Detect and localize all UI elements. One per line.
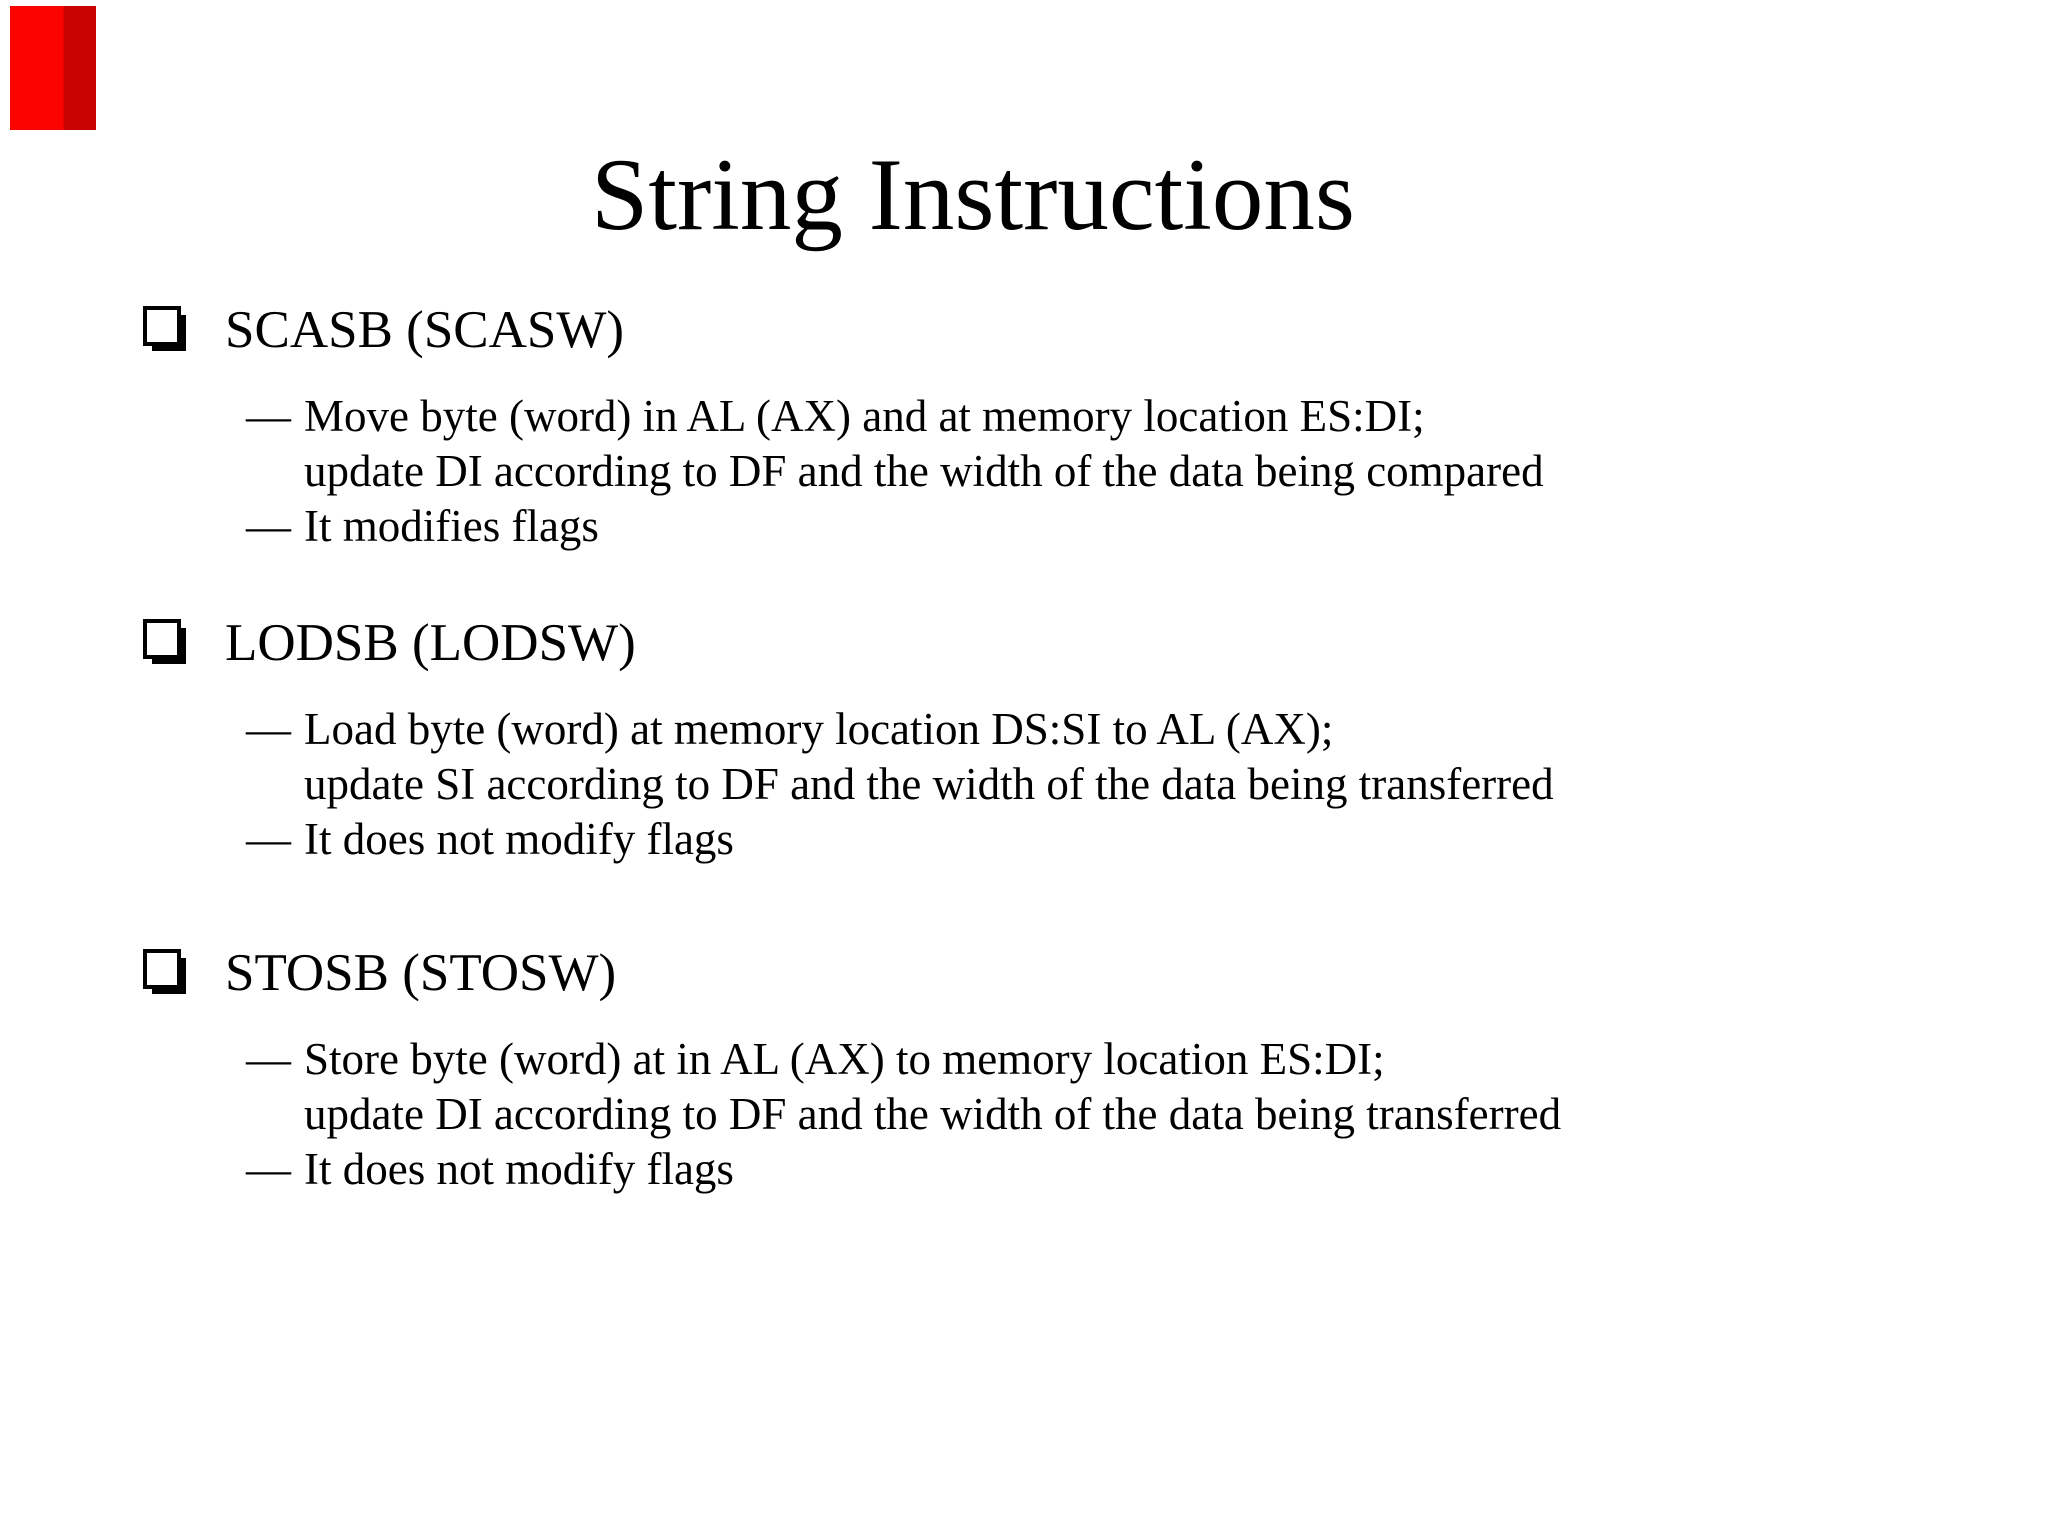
checkbox-bullet-icon xyxy=(143,619,181,659)
instruction-group: LODSB (LODSW) — Load byte (word) at memo… xyxy=(0,611,2048,867)
group-header: LODSB (LODSW) xyxy=(0,611,2048,675)
group-header: SCASB (SCASW) xyxy=(0,298,2048,362)
bullet-text: It modifies flags xyxy=(304,499,599,554)
slide-title: String Instructions xyxy=(591,138,1355,252)
group-title: SCASB (SCASW) xyxy=(225,301,625,359)
bullet-text: It does not modify flags xyxy=(304,812,734,867)
checkbox-bullet-icon xyxy=(143,949,181,989)
bullet-line: update SI according to DF and the width … xyxy=(304,759,1554,809)
sub-bullet: — Store byte (word) at in AL (AX) to mem… xyxy=(246,1032,2048,1142)
dash-bullet-icon: — xyxy=(246,704,291,754)
dash-bullet-icon: — xyxy=(246,391,291,441)
sub-bullet: — Move byte (word) in AL (AX) and at mem… xyxy=(246,389,2048,499)
checkbox-bullet-icon xyxy=(143,306,181,346)
bullet-text: Move byte (word) in AL (AX) and at memor… xyxy=(304,389,1544,499)
sub-bullet-list: — Move byte (word) in AL (AX) and at mem… xyxy=(246,389,2048,554)
instruction-group: STOSB (STOSW) — Store byte (word) at in … xyxy=(0,941,2048,1197)
red-corner-decoration xyxy=(10,6,96,130)
sub-bullet-list: — Store byte (word) at in AL (AX) to mem… xyxy=(246,1032,2048,1197)
dash-bullet-icon: — xyxy=(246,814,291,864)
dash-bullet-icon: — xyxy=(246,1034,291,1084)
sub-bullet-list: — Load byte (word) at memory location DS… xyxy=(246,702,2048,867)
instruction-group: SCASB (SCASW) — Move byte (word) in AL (… xyxy=(0,298,2048,554)
dash-bullet-icon: — xyxy=(246,1144,291,1194)
bullet-text: Store byte (word) at in AL (AX) to memor… xyxy=(304,1032,1561,1142)
sub-bullet: — It does not modify flags xyxy=(246,812,2048,867)
group-title: LODSB (LODSW) xyxy=(225,614,636,672)
group-header: STOSB (STOSW) xyxy=(0,941,2048,1005)
bullet-line: It does not modify flags xyxy=(304,1144,734,1194)
bullet-line: It does not modify flags xyxy=(304,814,734,864)
bullet-line: It modifies flags xyxy=(304,501,599,551)
sub-bullet: — It does not modify flags xyxy=(246,1142,2048,1197)
bullet-line: update DI according to DF and the width … xyxy=(304,1089,1562,1139)
bullet-line: Move byte (word) in AL (AX) and at memor… xyxy=(304,391,1425,441)
dash-bullet-icon: — xyxy=(246,501,291,551)
group-title: STOSB (STOSW) xyxy=(225,944,617,1002)
bullet-line: Store byte (word) at in AL (AX) to memor… xyxy=(304,1034,1385,1084)
bullet-text: Load byte (word) at memory location DS:S… xyxy=(304,702,1554,812)
sub-bullet: — It modifies flags xyxy=(246,499,2048,554)
bullet-text: It does not modify flags xyxy=(304,1142,734,1197)
bullet-line: Load byte (word) at memory location DS:S… xyxy=(304,704,1334,754)
sub-bullet: — Load byte (word) at memory location DS… xyxy=(246,702,2048,812)
bullet-line: update DI according to DF and the width … xyxy=(304,446,1544,496)
